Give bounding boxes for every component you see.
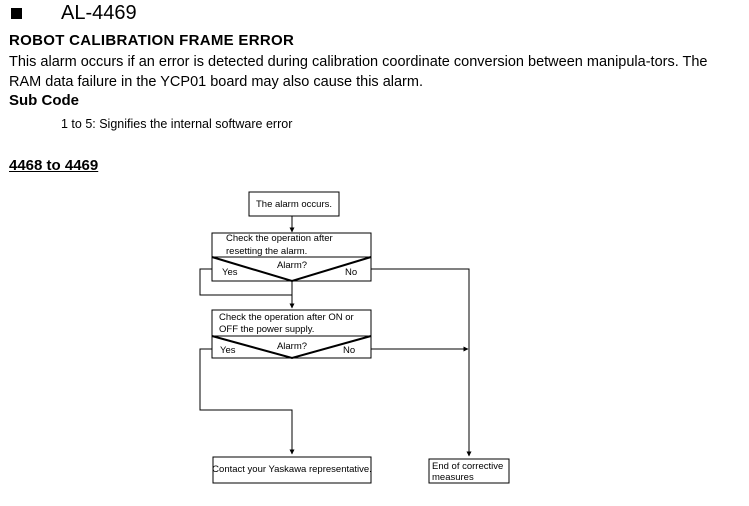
decision1-label: Alarm? [277,260,307,271]
decision2-label: Alarm? [277,341,307,352]
decision2-diamond [211,335,372,360]
step2-box [211,309,372,359]
alarm-code: AL-4469 [61,2,137,24]
end-box [428,458,510,484]
start-box [248,191,340,217]
alarm-description: This alarm occurs if an error is detecte… [9,54,708,90]
start-text: The alarm occurs. [256,199,332,210]
step1-line2: resetting the alarm. [226,246,307,257]
decision1-yes: Yes [222,267,238,278]
connector [199,268,292,296]
step2-line1: Check the operation after ON or [219,312,354,323]
contact-text: Contact your Yaskawa representative. [212,464,372,475]
contact-box [212,456,372,484]
sub-code-text: 1 to 5: Signifies the internal software … [61,117,293,131]
decision2-yes: Yes [220,345,236,356]
decision1-no: No [345,267,357,278]
end-line2: measures [432,472,474,483]
step2-line2: OFF the power supply. [219,324,314,335]
bullet-square [11,8,22,19]
alarm-title: ROBOT CALIBRATION FRAME ERROR [9,32,295,49]
connector [199,348,295,455]
sub-code-heading: Sub Code [9,92,79,109]
decision2-no: No [343,345,355,356]
connector [371,268,472,457]
end-line1: End of corrective [432,461,503,472]
step1-line1: Check the operation after [226,233,333,244]
range-heading: 4468 to 4469 [9,157,99,174]
